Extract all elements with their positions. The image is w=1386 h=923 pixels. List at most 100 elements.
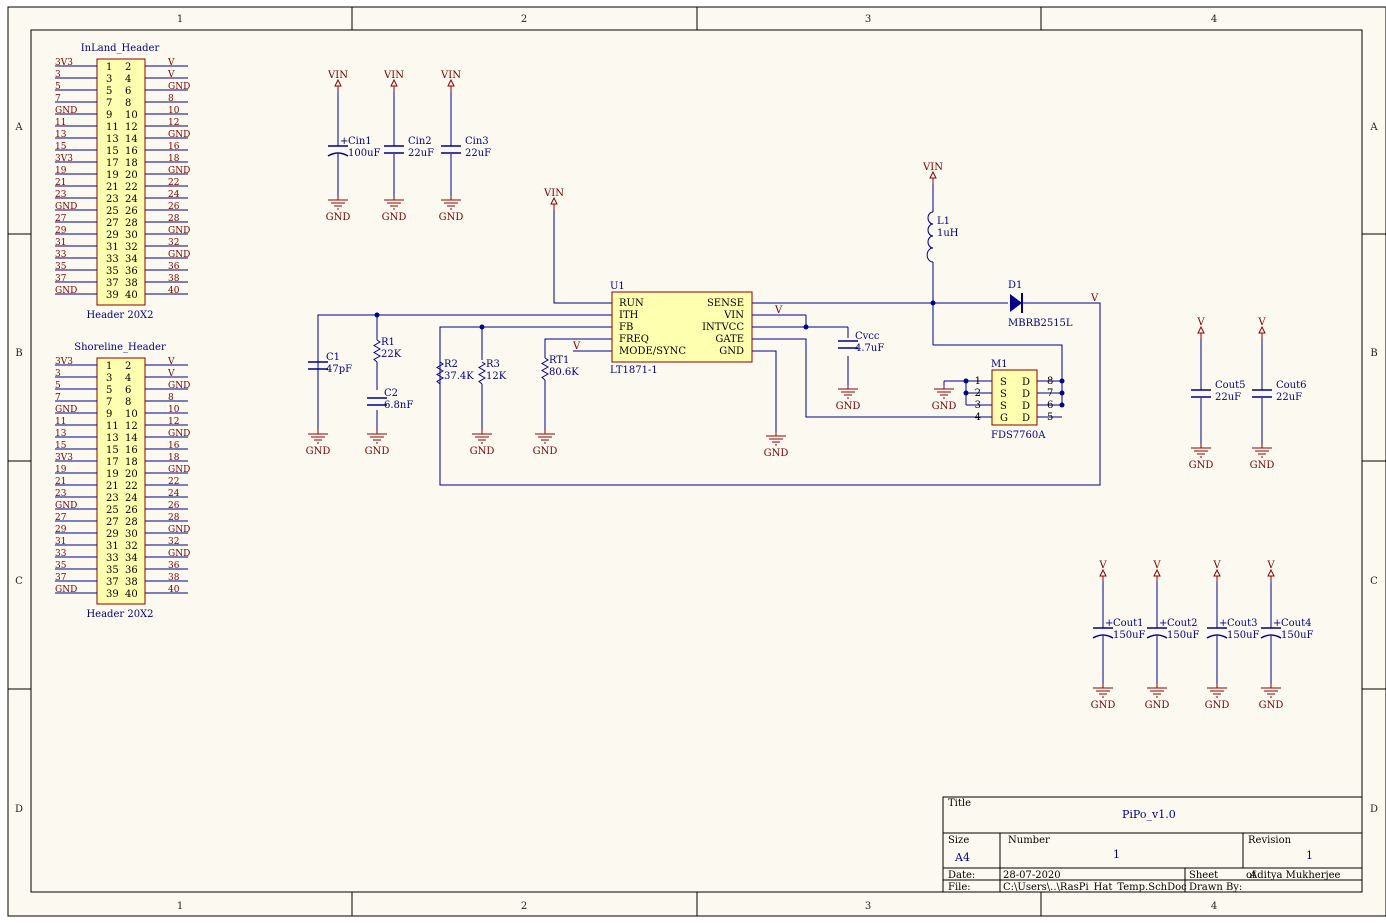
header-pin-number: 26 [125,206,138,217]
header-net-label: 3V3 [55,154,73,164]
zone-row-right: C [1370,576,1378,587]
zone-row-right: A [1369,122,1378,133]
header-net-label: 15 [55,142,67,152]
zone-row-left: B [15,348,22,359]
header-net-label: 27 [55,214,67,224]
header-net-label: GND [168,250,190,260]
vin-cin1-label: VIN [327,70,348,81]
vin-cin3-label: VIN [440,70,461,81]
header-pin-number: 17 [106,158,119,169]
rt1-value: 80.6K [549,367,579,378]
header-net-label: 26 [168,202,180,212]
cout2-designator: Cout2 [1167,618,1198,629]
d1-designator: D1 [1008,280,1022,291]
header-pin-number: 24 [125,493,138,504]
header-net-label: 19 [55,465,67,475]
header-net-label: 32 [168,238,179,248]
header-net-label: GND [55,202,77,212]
gnd-label: GND [326,212,351,223]
header-net-label: 29 [55,226,67,236]
zone-row-left: A [14,122,23,133]
cout3-designator: Cout3 [1227,618,1258,629]
revision-value: 1 [1306,849,1313,862]
header-pin-number: 40 [125,290,138,301]
header-net-label: 19 [55,166,67,176]
header-net-label: 32 [168,537,179,547]
u1-pin-label: GATE [715,334,744,345]
header-net-label: 3 [55,369,61,379]
header-net-label: 37 [55,573,67,583]
header-pin-number: 3 [106,74,112,85]
gnd-label: GND [439,212,464,223]
header-comment: Header 20X2 [86,310,153,321]
header-pin-number: 30 [125,230,138,241]
header-net-label: V [167,58,175,68]
v-cout3-label: V [1212,560,1221,571]
m1-pin-number: 1 [975,376,981,387]
r2-value: 37.4K [444,371,474,382]
u1-pin-label: SENSE [707,298,744,309]
header-net-label: 8 [168,94,174,104]
header-net-label: 26 [168,501,180,511]
cin1-value: 100uF [348,148,381,159]
size-label: Size [948,835,969,846]
header-net-label: V [167,70,175,80]
gnd-label: GND [533,446,558,457]
wires [317,88,1272,684]
header-pin-number: 19 [106,170,119,181]
header-pin-number: 15 [106,146,119,157]
u1-pin-label: INTVCC [702,322,744,333]
u1-pin-label: ITH [619,310,639,321]
header-pin-number: 8 [125,397,131,408]
m1-pin-number: 5 [1047,412,1053,423]
header-net-label: GND [55,585,77,595]
header-pin-number: 31 [106,242,119,253]
header-pin-number: 6 [125,385,131,396]
header-net-label: 11 [55,417,66,427]
header-net-label: 35 [55,561,67,571]
header-pin-number: 35 [106,266,119,277]
gnd-label: GND [1091,700,1116,711]
cin1-designator: Cin1 [348,136,372,147]
header-net-label: 5 [55,381,61,391]
c1-value: 47pF [326,364,352,375]
header-pin-number: 27 [106,218,119,229]
header-pin-number: 26 [125,505,138,516]
gnd-m1: GND [932,385,956,412]
header-net-label: 36 [168,262,180,272]
header-pin-number: 4 [125,373,131,384]
c1-designator: C1 [326,352,340,363]
header-pin-number: 18 [125,158,138,169]
zone-row-left: C [15,576,23,587]
zone-col-top: 2 [521,14,527,25]
gnd-cvcc: GND [836,385,860,412]
header-pin-number: 2 [125,62,131,73]
zone-row-right: B [1370,348,1377,359]
gnd-cout4: GND [1259,684,1283,711]
header-pin-number: 9 [106,110,112,121]
gnd-rt1: GND [533,430,558,457]
cin3-value: 22uF [465,148,491,159]
header-net-label: 7 [55,393,61,403]
header-pin-number: 19 [106,469,119,480]
header-net-label: 36 [168,561,180,571]
polarity-plus: + [340,136,348,147]
header-pin-number: 11 [106,122,119,133]
polarity-plus: + [1105,618,1113,629]
header-net-label: 31 [55,238,66,248]
cin2-designator: Cin2 [408,136,432,147]
m1-pin-label: D [1022,389,1030,400]
header-pin-number: 17 [106,457,119,468]
cout4-value: 150uF [1281,630,1314,641]
header-net-label: 13 [55,130,67,140]
cout5-value: 22uF [1215,392,1241,403]
u1-pin-label: FREQ [619,334,649,345]
v-cout5: V [1196,317,1205,339]
header-pin-number: 24 [125,194,138,205]
header-pin-number: 5 [106,385,112,396]
